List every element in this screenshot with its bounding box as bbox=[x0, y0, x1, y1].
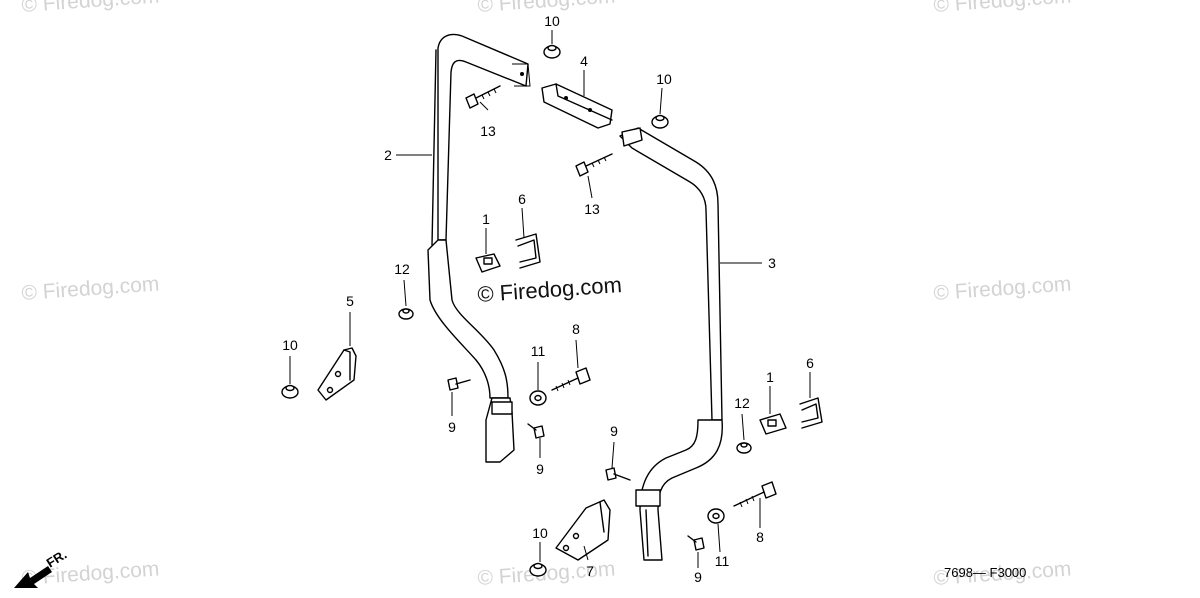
watermark: © Firedog.com bbox=[933, 0, 1072, 17]
watermark: © Firedog.com bbox=[21, 0, 160, 17]
handle-frame-left bbox=[427, 33, 531, 463]
callout-8: 8 bbox=[756, 529, 764, 545]
leader-lines bbox=[289, 30, 811, 568]
nut-12-right bbox=[736, 442, 752, 454]
center-watermark: © Firedog.com bbox=[477, 272, 623, 307]
callout-11: 11 bbox=[715, 553, 730, 569]
callout-4: 4 bbox=[580, 53, 588, 69]
callouts: 10 4 10 13 2 13 6 1 3 12 5 10 8 11 9 9 1… bbox=[282, 13, 814, 585]
callout-9: 9 bbox=[448, 419, 456, 435]
bolt-8-left bbox=[551, 367, 591, 392]
handle-end-block bbox=[491, 401, 513, 415]
callout-6: 6 bbox=[518, 191, 526, 207]
callout-13: 13 bbox=[584, 201, 600, 217]
callout-9: 9 bbox=[694, 569, 702, 585]
callout-10: 10 bbox=[656, 71, 672, 87]
callout-6: 6 bbox=[806, 355, 814, 371]
diagram-code: 7698— F3000 bbox=[944, 565, 1026, 580]
bolt-13-right bbox=[575, 153, 613, 177]
callout-9: 9 bbox=[536, 461, 544, 477]
washer-11-left bbox=[529, 390, 547, 406]
callout-1: 1 bbox=[482, 211, 490, 227]
bolt-9-b bbox=[527, 423, 545, 439]
washer-11-right bbox=[707, 508, 725, 524]
watermark: © Firedog.com bbox=[477, 557, 616, 590]
callout-7: 7 bbox=[586, 563, 594, 579]
bracket-7 bbox=[555, 499, 611, 561]
u-clip-6-right bbox=[799, 397, 823, 429]
callout-1: 1 bbox=[766, 369, 774, 385]
callout-12: 12 bbox=[394, 261, 410, 277]
nut-10-bottom bbox=[529, 562, 547, 577]
bolt-8-right bbox=[733, 481, 777, 508]
callout-10: 10 bbox=[544, 13, 560, 29]
callout-3: 3 bbox=[768, 255, 776, 271]
callout-10: 10 bbox=[532, 525, 548, 541]
nut-10-right bbox=[651, 114, 669, 129]
clip-1-left bbox=[475, 253, 501, 273]
nut-12-left bbox=[398, 308, 414, 320]
callout-2: 2 bbox=[384, 147, 392, 163]
callout-8: 8 bbox=[572, 321, 580, 337]
arrow-icon bbox=[14, 566, 52, 588]
bolt-13-left bbox=[465, 85, 501, 109]
clip-1-right bbox=[759, 413, 787, 435]
watermark: © Firedog.com bbox=[933, 272, 1072, 305]
bracket-5 bbox=[317, 347, 357, 401]
joint-pipe bbox=[541, 83, 613, 129]
callout-5: 5 bbox=[346, 293, 354, 309]
bolt-9-c bbox=[605, 467, 631, 481]
handle-end-block-right bbox=[635, 489, 661, 507]
callout-11: 11 bbox=[531, 343, 546, 359]
watermark: © Firedog.com bbox=[21, 272, 160, 305]
callout-10: 10 bbox=[282, 337, 298, 353]
nut-10-top bbox=[543, 44, 561, 59]
bolt-9-a bbox=[447, 377, 471, 391]
callout-9: 9 bbox=[610, 423, 618, 439]
u-clip-6-left bbox=[515, 233, 541, 269]
callout-12: 12 bbox=[734, 395, 750, 411]
handle-frame-right bbox=[619, 127, 723, 561]
nut-10-left bbox=[281, 384, 299, 399]
callout-13: 13 bbox=[480, 123, 496, 139]
bolt-9-d bbox=[687, 535, 705, 551]
